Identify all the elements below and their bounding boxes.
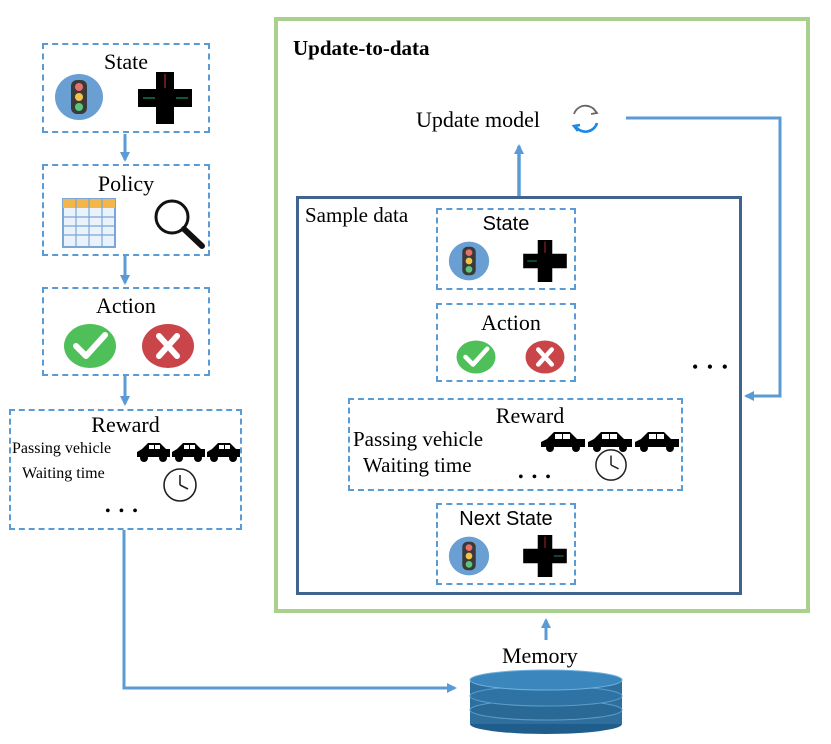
clock-icon <box>163 468 197 502</box>
sample-intersection-icon <box>523 240 567 282</box>
magnifier-icon <box>154 199 205 249</box>
update-panel-ellipsis: • • • <box>692 357 730 377</box>
reward-title: Reward <box>91 412 160 437</box>
reward-box <box>9 409 242 530</box>
next-state-intersection-icon <box>523 535 567 577</box>
sample-data-title: Sample data <box>305 203 409 227</box>
memory-label: Memory <box>502 643 578 668</box>
sample-reward-title: Reward <box>495 403 565 428</box>
sample-data-panel <box>296 196 742 595</box>
sample-passing-vehicle-label: Passing vehicle <box>353 427 484 451</box>
intersection-icon <box>138 72 192 124</box>
refresh-icon <box>571 104 599 133</box>
sample-cross-icon <box>525 340 565 374</box>
update-model-label: Update model <box>416 107 541 132</box>
cross-icon <box>142 324 194 368</box>
update-to-data-title: Update-to-data <box>293 36 430 60</box>
check-icon <box>64 324 116 368</box>
sample-traffic-light-icon <box>448 241 490 281</box>
passing-vehicle-label: Passing vehicle <box>12 440 112 457</box>
sample-reward-ellipsis: • • • <box>518 469 553 486</box>
update-to-data-panel <box>274 17 810 613</box>
cars-icon <box>137 443 240 462</box>
reward-ellipsis: • • • <box>105 503 140 520</box>
sample-clock-icon <box>595 449 627 481</box>
traffic-light-icon <box>55 74 103 120</box>
waiting-time-label: Waiting time <box>22 465 105 482</box>
table-icon <box>62 198 116 248</box>
next-state-label: Next State <box>459 508 553 530</box>
sample-state-label: State <box>482 213 530 235</box>
sample-action-label: Action <box>481 310 541 335</box>
next-state-traffic-light-icon <box>448 536 490 576</box>
arrow-update-model-loop <box>626 116 782 401</box>
arrow-reward-to-memory <box>122 530 457 693</box>
sample-waiting-time-label: Waiting time <box>363 453 472 477</box>
state-label: State <box>104 49 148 74</box>
sample-check-icon <box>456 340 496 374</box>
database-icon <box>469 669 623 734</box>
sample-cars-icon <box>541 432 679 452</box>
action-label: Action <box>96 293 156 318</box>
policy-label: Policy <box>97 171 155 196</box>
